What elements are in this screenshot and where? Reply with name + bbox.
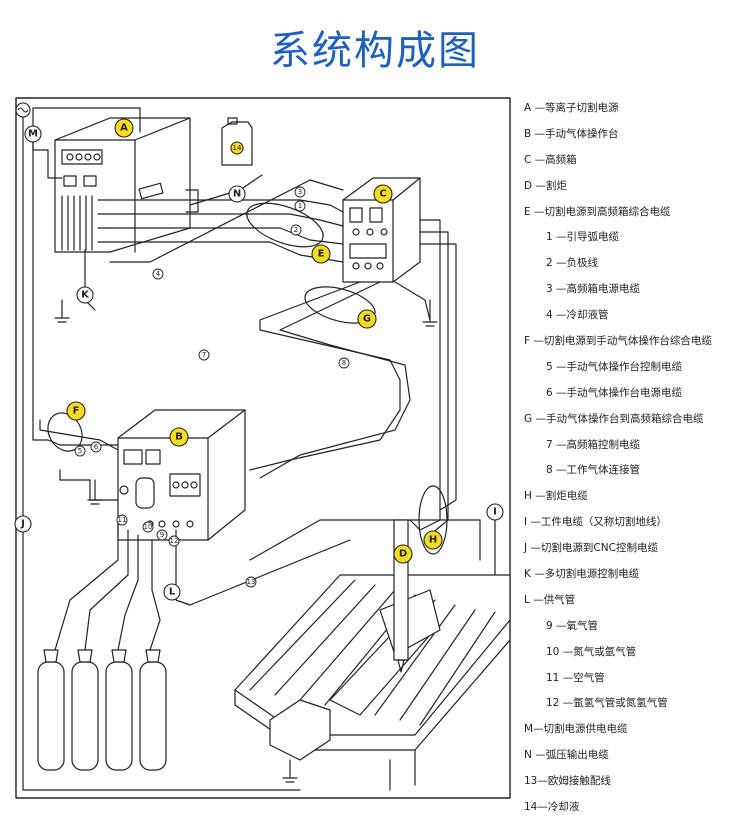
gas-cylinders <box>37 649 167 771</box>
legend-item: C —高频箱 <box>524 153 577 166</box>
label-14: 14 <box>233 144 242 152</box>
label-10: 10 <box>144 523 153 531</box>
label-e: E <box>318 249 325 260</box>
legend-item: 13—欧姆接触配线 <box>524 775 611 788</box>
cutting-table <box>234 519 511 791</box>
legend-item: H —割炬电缆 <box>524 490 588 503</box>
page-title: 系统构成图 <box>270 28 480 74</box>
diagram-frame <box>15 97 511 799</box>
label-f: F <box>73 406 80 417</box>
system-diagram: A C B D E G F H M N K J L I <box>14 97 511 799</box>
label-n: N <box>233 189 241 200</box>
legend-item: 6 —手动气体操作台电源电缆 <box>546 386 683 399</box>
legend-item: F —切割电源到手动气体操作台综合电缆 <box>524 335 712 348</box>
label-4: 4 <box>156 270 161 278</box>
legend-item: I —工件电缆（又称切割地线） <box>524 516 667 529</box>
label-6: 6 <box>94 443 99 451</box>
legend-item: 9 —氧气管 <box>546 619 599 632</box>
legend-item: 10 —氮气或氩气管 <box>546 645 637 658</box>
gas-console-b <box>117 409 246 541</box>
label-13: 13 <box>247 578 256 586</box>
label-1: 1 <box>298 202 302 210</box>
label-9: 9 <box>160 531 164 539</box>
legend: A —等离子切割电源 B —手动气体操作台 C —高频箱 D —割炬 E —切割电源到高… <box>524 96 750 821</box>
label-g: G <box>363 314 371 325</box>
label-i: I <box>493 507 497 518</box>
legend-item: 4 —冷却液管 <box>546 309 609 322</box>
label-h: H <box>429 535 437 546</box>
label-a: A <box>120 123 128 134</box>
label-d: D <box>399 549 407 560</box>
legend-item: 11 —空气管 <box>546 671 605 684</box>
legend-item: 7 —高频箱控制电缆 <box>546 438 641 451</box>
label-8: 8 <box>342 359 346 367</box>
legend-item: J —切割电源到CNC控制电缆 <box>524 542 658 555</box>
label-5: 5 <box>78 447 82 455</box>
legend-item: K —多切割电源控制电缆 <box>524 568 640 581</box>
legend-item: 5 —手动气体操作台控制电缆 <box>546 360 683 373</box>
legend-item: A —等离子切割电源 <box>524 102 619 114</box>
legend-item: 1 —引导弧电缆 <box>546 231 620 244</box>
legend-item: 14—冷却液 <box>524 801 580 814</box>
label-c: C <box>379 189 386 200</box>
legend-item: 3 —高频箱电源电缆 <box>546 283 641 296</box>
legend-item: N —弧压输出电缆 <box>524 749 609 762</box>
legend-item: 12 —氩氢气管或氮氢气管 <box>546 697 668 710</box>
label-3: 3 <box>298 188 302 196</box>
power-supply-a <box>54 117 199 253</box>
ac-supply-icon <box>15 102 31 118</box>
legend-item: E —切割电源到高频箱综合电缆 <box>524 205 671 218</box>
legend-item: M—切割电源供电电缆 <box>524 723 628 736</box>
legend-item: L —供气管 <box>524 593 576 606</box>
label-l: L <box>169 587 176 598</box>
legend-item: B —手动气体操作台 <box>524 127 619 140</box>
label-b: B <box>175 432 183 443</box>
legend-item: 2 —负极线 <box>546 257 599 270</box>
legend-item: D —割炬 <box>524 179 567 192</box>
legend-item: G —手动气体操作台到高频箱综合电缆 <box>524 412 704 425</box>
label-k: K <box>81 290 90 301</box>
hf-box-c <box>342 177 421 283</box>
legend-item: 8 —工作气体连接管 <box>546 464 641 477</box>
label-7: 7 <box>202 351 206 359</box>
label-2: 2 <box>294 226 298 234</box>
label-11: 11 <box>118 516 127 524</box>
label-m: M <box>28 129 38 140</box>
label-12: 12 <box>170 537 179 545</box>
label-j: J <box>20 519 25 530</box>
